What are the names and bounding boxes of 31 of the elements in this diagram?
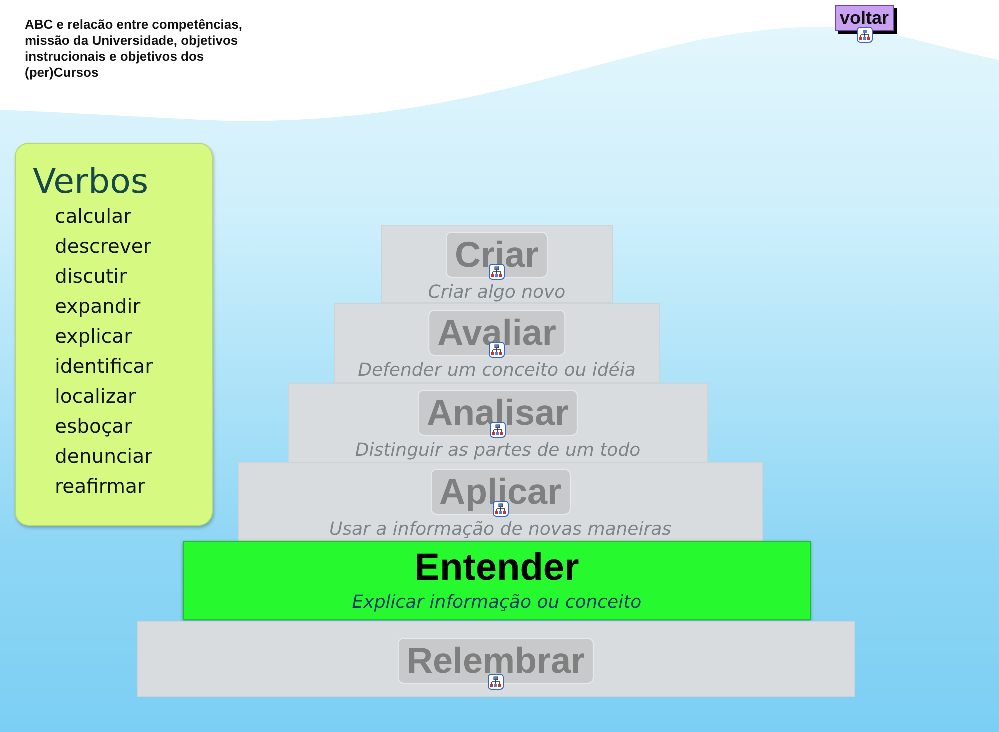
level-description: Explicar informação ou conceito xyxy=(352,592,642,614)
verb-item: calcular xyxy=(55,204,132,230)
level-title-label: Aplicar xyxy=(430,469,571,515)
verb-item: denunciar xyxy=(55,444,153,470)
level-description: Distinguir as partes de um todo xyxy=(355,440,641,462)
page-title: ABC e relacão entre competências, missão da Universidade, objetivos instrucionais e objetivos dos (per)Cursos xyxy=(25,17,244,81)
pyramid-level xyxy=(334,303,660,383)
back-button: voltar xyxy=(835,5,894,31)
level-title: Entender xyxy=(414,546,580,590)
pyramid-level xyxy=(183,541,811,620)
verb-list-card xyxy=(15,143,213,526)
level-title-label: Criar xyxy=(446,232,548,278)
verb-item: reafirmar xyxy=(55,474,146,500)
level-title-label: Relembrar xyxy=(398,638,594,684)
verb-item: explicar xyxy=(55,324,132,350)
pyramid-level xyxy=(238,462,763,541)
level-description: Usar a informação de novas maneiras xyxy=(329,519,672,541)
verb-item: descrever xyxy=(55,234,152,260)
level-title-label: Avaliar xyxy=(428,310,566,356)
level-title-label: Analisar xyxy=(418,390,578,436)
pyramid-level xyxy=(288,383,708,463)
verb-item: identificar xyxy=(55,354,154,380)
pyramid-level xyxy=(137,621,855,697)
level-description: Defender um conceito ou idéia xyxy=(358,360,636,382)
verb-item: localizar xyxy=(55,384,136,410)
verb-item: expandir xyxy=(55,294,141,320)
verb-item: discutir xyxy=(55,264,128,290)
pyramid-level xyxy=(381,225,613,303)
level-description: Criar algo novo xyxy=(428,282,566,304)
verb-item: esboçar xyxy=(55,414,132,440)
card-heading: Verbos xyxy=(33,162,149,202)
